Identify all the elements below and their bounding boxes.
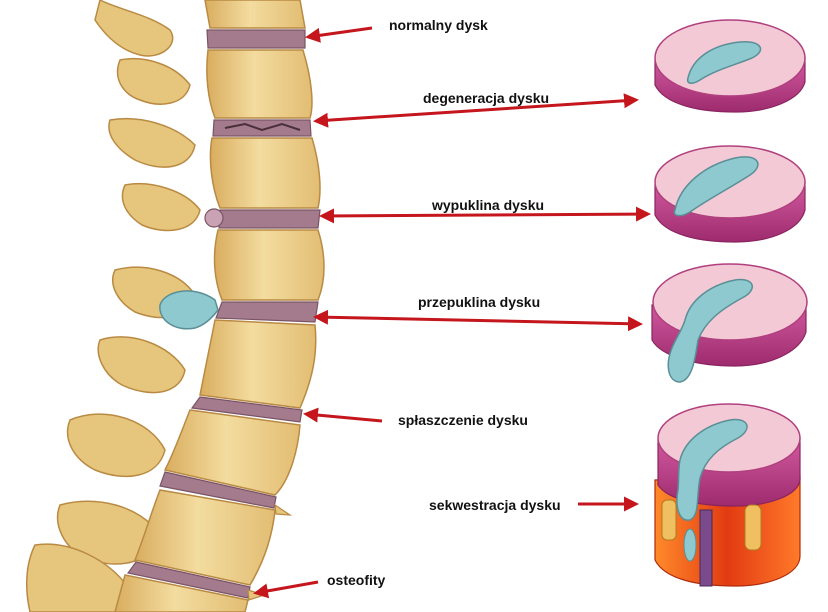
arrow-herniation — [313, 309, 643, 332]
label-disc-degeneration: degeneracja dysku — [423, 90, 550, 106]
spinous-processes — [25, 0, 201, 612]
vertebral-bodies — [114, 0, 325, 612]
arrow-bulge — [319, 206, 651, 224]
disc-lower-1 — [159, 471, 277, 509]
herniation-protrusion — [159, 290, 219, 330]
crosssection-herniation — [651, 263, 808, 383]
disc-bulging — [218, 209, 321, 229]
label-disc-sequestration: sekwestracja dysku — [429, 497, 561, 513]
label-osteophytes: osteofity — [327, 572, 386, 588]
degeneration-cracks — [224, 122, 301, 132]
arrow-flattening — [303, 407, 383, 423]
disc-lower-2 — [126, 561, 251, 599]
arrow-normal — [305, 26, 373, 43]
label-disc-herniation: przepuklina dysku — [418, 294, 541, 310]
crosssection-bulge — [654, 145, 806, 243]
disc-degenerated — [212, 119, 312, 137]
label-disc-flattening: spłaszczenie dysku — [398, 412, 528, 428]
spine — [25, 0, 325, 612]
disc-flattened — [190, 396, 303, 423]
disc-normal — [206, 29, 306, 49]
disc-crosssections — [651, 19, 808, 587]
crosssection-degeneration — [654, 19, 806, 113]
crosssection-sequestration — [654, 403, 801, 587]
arrow-osteophytes — [253, 580, 319, 599]
pointer-arrows — [253, 26, 651, 599]
label-disc-bulge: wypuklina dysku — [432, 197, 545, 213]
disc-herniated — [215, 301, 319, 323]
bulge-protrusion — [204, 208, 224, 228]
intervertebral-discs — [126, 29, 321, 599]
label-normal-disc: normalny dysk — [389, 17, 488, 33]
arrow-degeneration — [313, 93, 639, 128]
